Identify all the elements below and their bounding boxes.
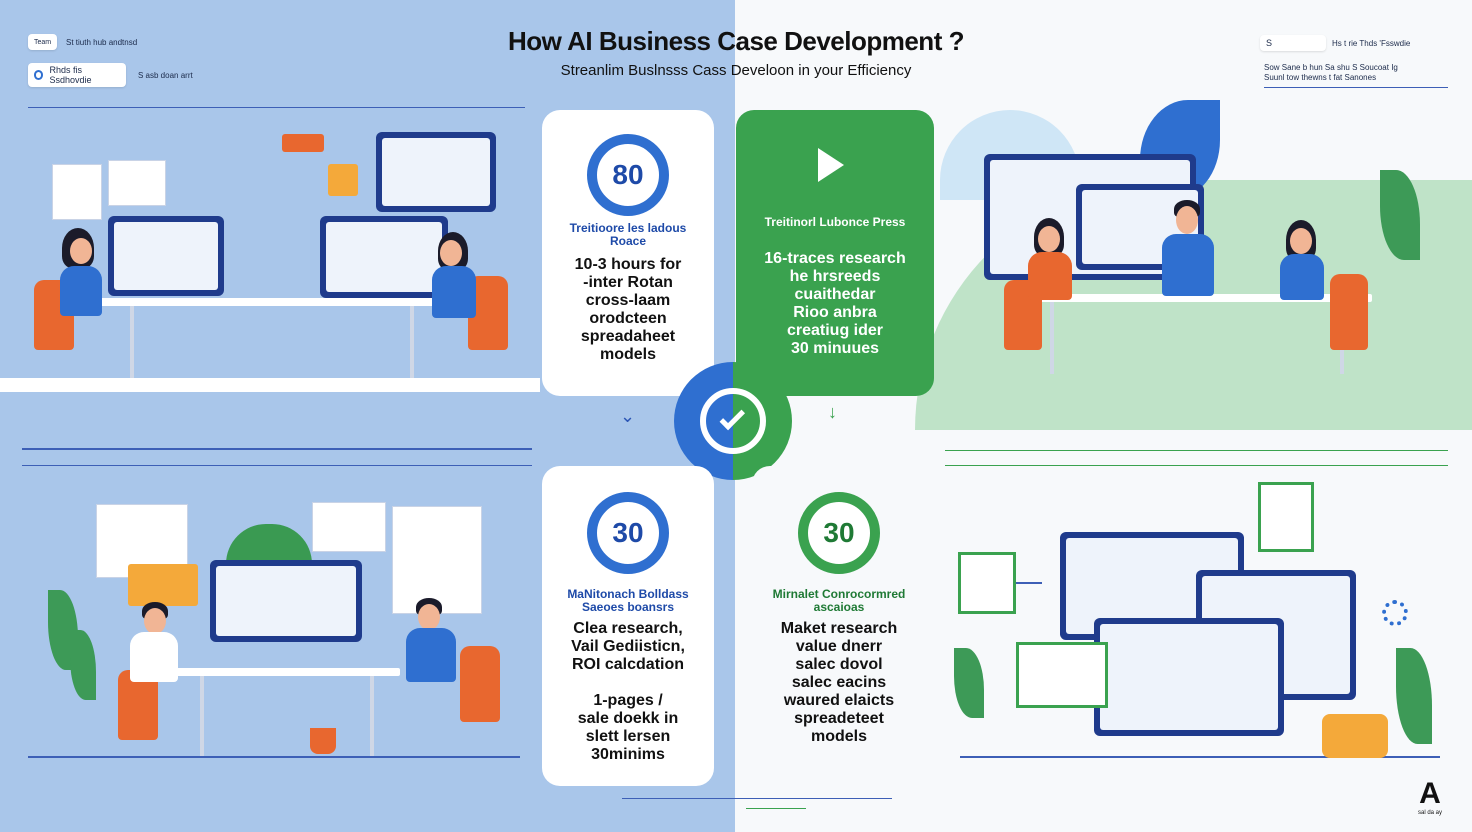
orange-note xyxy=(328,164,358,196)
office-desk xyxy=(176,668,400,676)
left-monitor xyxy=(108,216,224,296)
spreadsheet-icon-card xyxy=(958,552,1016,614)
folder-icon xyxy=(1322,714,1388,758)
presenter-torso xyxy=(1162,234,1214,296)
desk-leg xyxy=(370,676,374,756)
wall-monitor xyxy=(376,132,496,212)
person-head xyxy=(1176,206,1198,234)
red-tag xyxy=(282,134,324,152)
plant-leaf xyxy=(954,648,984,718)
team-chip-text: St tiuth hub andtnsd xyxy=(66,38,138,47)
traditional-process-card-left: 80 Treitioore les ladous Roace 10-3 hour… xyxy=(542,110,714,396)
person-head xyxy=(1038,226,1060,252)
traditional-process-card-right: Treitinorl Lubonce Press 16-traces resea… xyxy=(736,110,934,396)
person-torso xyxy=(406,628,456,682)
down-arrow-icon: ↓ xyxy=(828,402,837,422)
search-icon xyxy=(34,70,44,80)
bottom-right-screens-illustration xyxy=(950,478,1440,768)
person-head xyxy=(1290,228,1312,254)
check-icon xyxy=(700,388,766,454)
minutes-badge: 30 xyxy=(798,492,880,574)
wall-document xyxy=(52,164,102,220)
card-body: Clea research, Vail Gediisticn, ROI calc… xyxy=(571,620,685,763)
person-head xyxy=(70,238,92,264)
right-mid-divider xyxy=(945,450,1448,451)
person-torso xyxy=(432,266,476,318)
search-chip-text: S asb doan arrt xyxy=(138,71,193,80)
person-torso xyxy=(130,632,178,682)
top-right-line1: Sow Sane b hun Sa shu S Soucoat Ig xyxy=(1264,63,1398,72)
bottom-card-underline-green xyxy=(746,808,806,809)
top-left-office-illustration xyxy=(0,120,540,400)
bottom-card-underline xyxy=(622,798,892,799)
brand-logo-caption: sal da ay xyxy=(1417,810,1442,816)
ai-process-card-right: 30 Mirnalet Conrocormred ascaioas Maket … xyxy=(752,466,926,766)
gear-icon xyxy=(1382,600,1408,626)
desk-leg xyxy=(410,306,414,378)
card-heading: MaNitonach Bolldass Saeoes boansrs xyxy=(567,587,689,614)
top-right-divider xyxy=(1264,87,1448,88)
plant-pot xyxy=(310,728,336,754)
person-head xyxy=(440,240,462,266)
table-leg xyxy=(1050,302,1054,374)
team-chip-label: Team xyxy=(34,38,52,46)
wall-chart xyxy=(312,502,386,552)
desk-leg xyxy=(130,306,134,378)
search-chip[interactable]: Rhds fis Ssdhovdie xyxy=(28,63,126,87)
bottom-left-office-illustration xyxy=(20,480,520,765)
top-left-divider xyxy=(28,107,525,108)
top-right-chip-text: Hs t rie Thds 'Fsswdie xyxy=(1332,39,1411,48)
page-title: How AI Business Case Development ? xyxy=(508,26,964,56)
front-monitor xyxy=(1094,618,1284,736)
spreadsheet-icon-card xyxy=(1258,482,1314,552)
minutes-badge: 30 xyxy=(587,492,669,574)
card-body: 16-traces research he hrsreeds cuaitheda… xyxy=(764,250,906,357)
brand-logo: A xyxy=(1419,777,1441,810)
play-icon xyxy=(818,148,844,182)
card-body: 10-3 hours for -inter Rotan cross-laam o… xyxy=(574,256,682,363)
refresh-check-icon xyxy=(674,362,792,480)
ai-process-card-left: 30 MaNitonach Bolldass Saeoes boansrs Cl… xyxy=(542,466,714,786)
card-heading: Treitinorl Lubonce Press xyxy=(764,215,906,229)
left-mid-divider-2 xyxy=(22,465,532,466)
card-heading: Mirnalet Conrocormred ascaioas xyxy=(772,587,906,614)
top-right-line2: Suunl tow thewns t fat Sanones xyxy=(1264,73,1377,82)
team-chip[interactable]: Team xyxy=(28,34,58,50)
small-dashboard xyxy=(1016,642,1108,708)
chair-right xyxy=(1330,274,1368,350)
connector-arrow xyxy=(1016,582,1042,584)
person-head xyxy=(144,608,166,634)
top-right-chip-label: S xyxy=(1266,38,1273,48)
card-body: Maket research value dnerr salec dovol s… xyxy=(780,620,898,745)
person-torso xyxy=(60,266,102,316)
plant-leaf xyxy=(1380,170,1420,260)
right-monitor xyxy=(320,216,448,298)
wall-document xyxy=(392,506,482,614)
floor-line xyxy=(28,756,520,758)
plant-leaf xyxy=(70,630,96,700)
top-right-meeting-illustration xyxy=(940,150,1420,390)
top-right-chip[interactable]: S xyxy=(1260,35,1326,51)
wall-chart xyxy=(108,160,166,206)
person-torso xyxy=(1028,252,1072,300)
floor-line xyxy=(960,756,1440,758)
person-head xyxy=(418,604,440,630)
card-heading: Treitioore les ladous Roace xyxy=(569,221,687,248)
right-mid-divider-2 xyxy=(945,465,1448,466)
desk-leg xyxy=(200,676,204,756)
desk-monitor xyxy=(210,560,362,642)
plant-leaf xyxy=(1396,648,1432,744)
person-torso xyxy=(1280,254,1324,300)
hours-badge: 80 xyxy=(587,134,669,216)
meeting-table xyxy=(1018,294,1372,302)
orange-note xyxy=(128,564,198,606)
down-arrow-icon: ⌄ xyxy=(620,406,636,426)
page-subtitle: Streanlim Buslnsss Cass Develoon in your… xyxy=(560,62,912,79)
search-chip-label: Rhds fis Ssdhovdie xyxy=(49,65,92,85)
left-mid-divider xyxy=(22,448,532,450)
floor xyxy=(0,378,540,392)
chair-right xyxy=(460,646,500,722)
office-desk xyxy=(96,298,448,306)
